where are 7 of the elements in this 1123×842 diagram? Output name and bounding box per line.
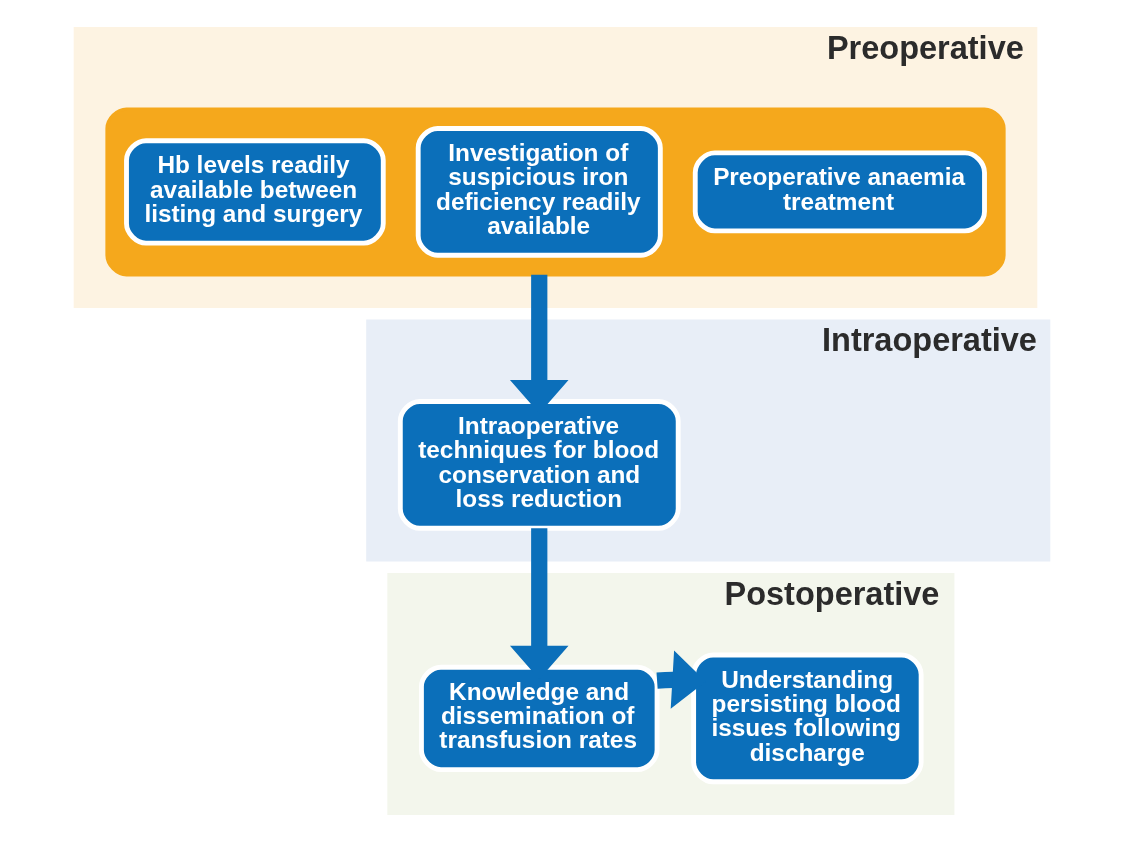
node-box: Preoperative anaemia treatment — [692, 150, 987, 234]
node-box: Hb levels readily available between listing and surgery — [123, 138, 386, 246]
node-box: Investigation of suspicious iron deficiency readily available — [415, 126, 663, 258]
node-box: Knowledge and dissemination of transfusion rates — [418, 664, 659, 772]
node-box: Intraoperative techniques for blood conservation and loss reduction — [397, 399, 681, 531]
cluster — [104, 107, 1006, 277]
node-box: Understanding persisting blood issues following discharge — [690, 652, 924, 785]
